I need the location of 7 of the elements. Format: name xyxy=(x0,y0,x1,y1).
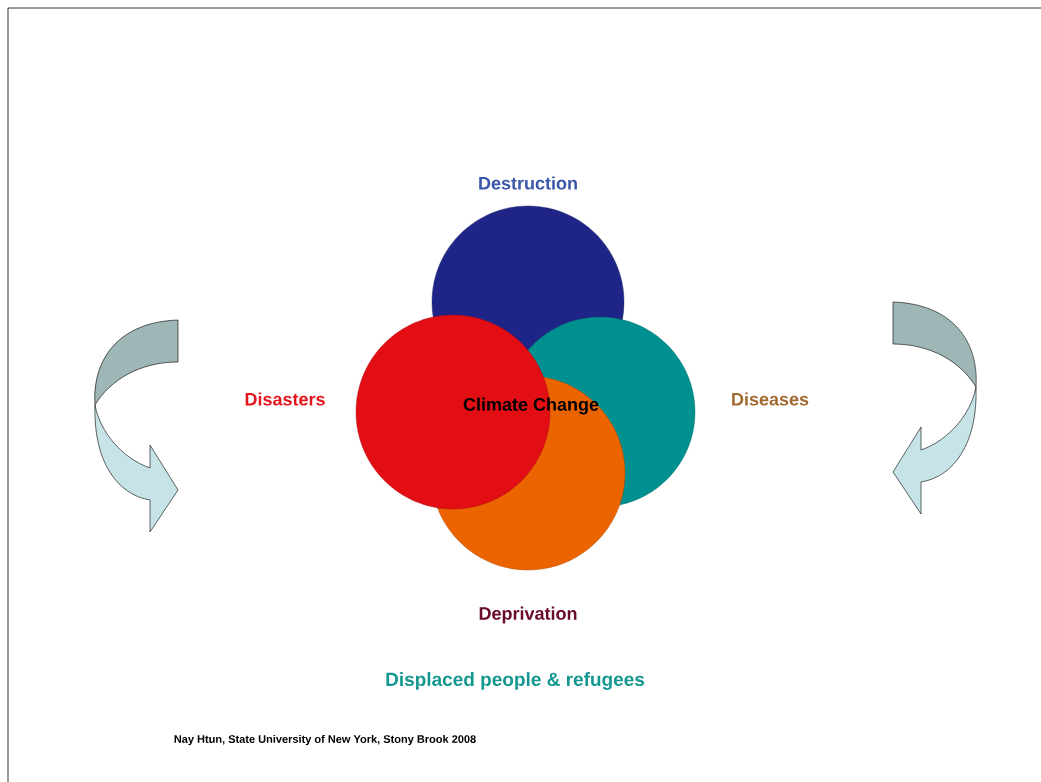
caption-text: Displaced people & refugees xyxy=(386,672,645,690)
circle-label: Diseases xyxy=(732,392,809,406)
circle-label: Destruction xyxy=(479,176,577,190)
center-text: Climate Change xyxy=(463,397,599,415)
circle-label: Disasters xyxy=(245,392,325,406)
circle-label: Deprivation xyxy=(479,606,577,624)
credit-text: Nay Htun, State University of New York, Stony Brook 2008 xyxy=(174,734,476,746)
